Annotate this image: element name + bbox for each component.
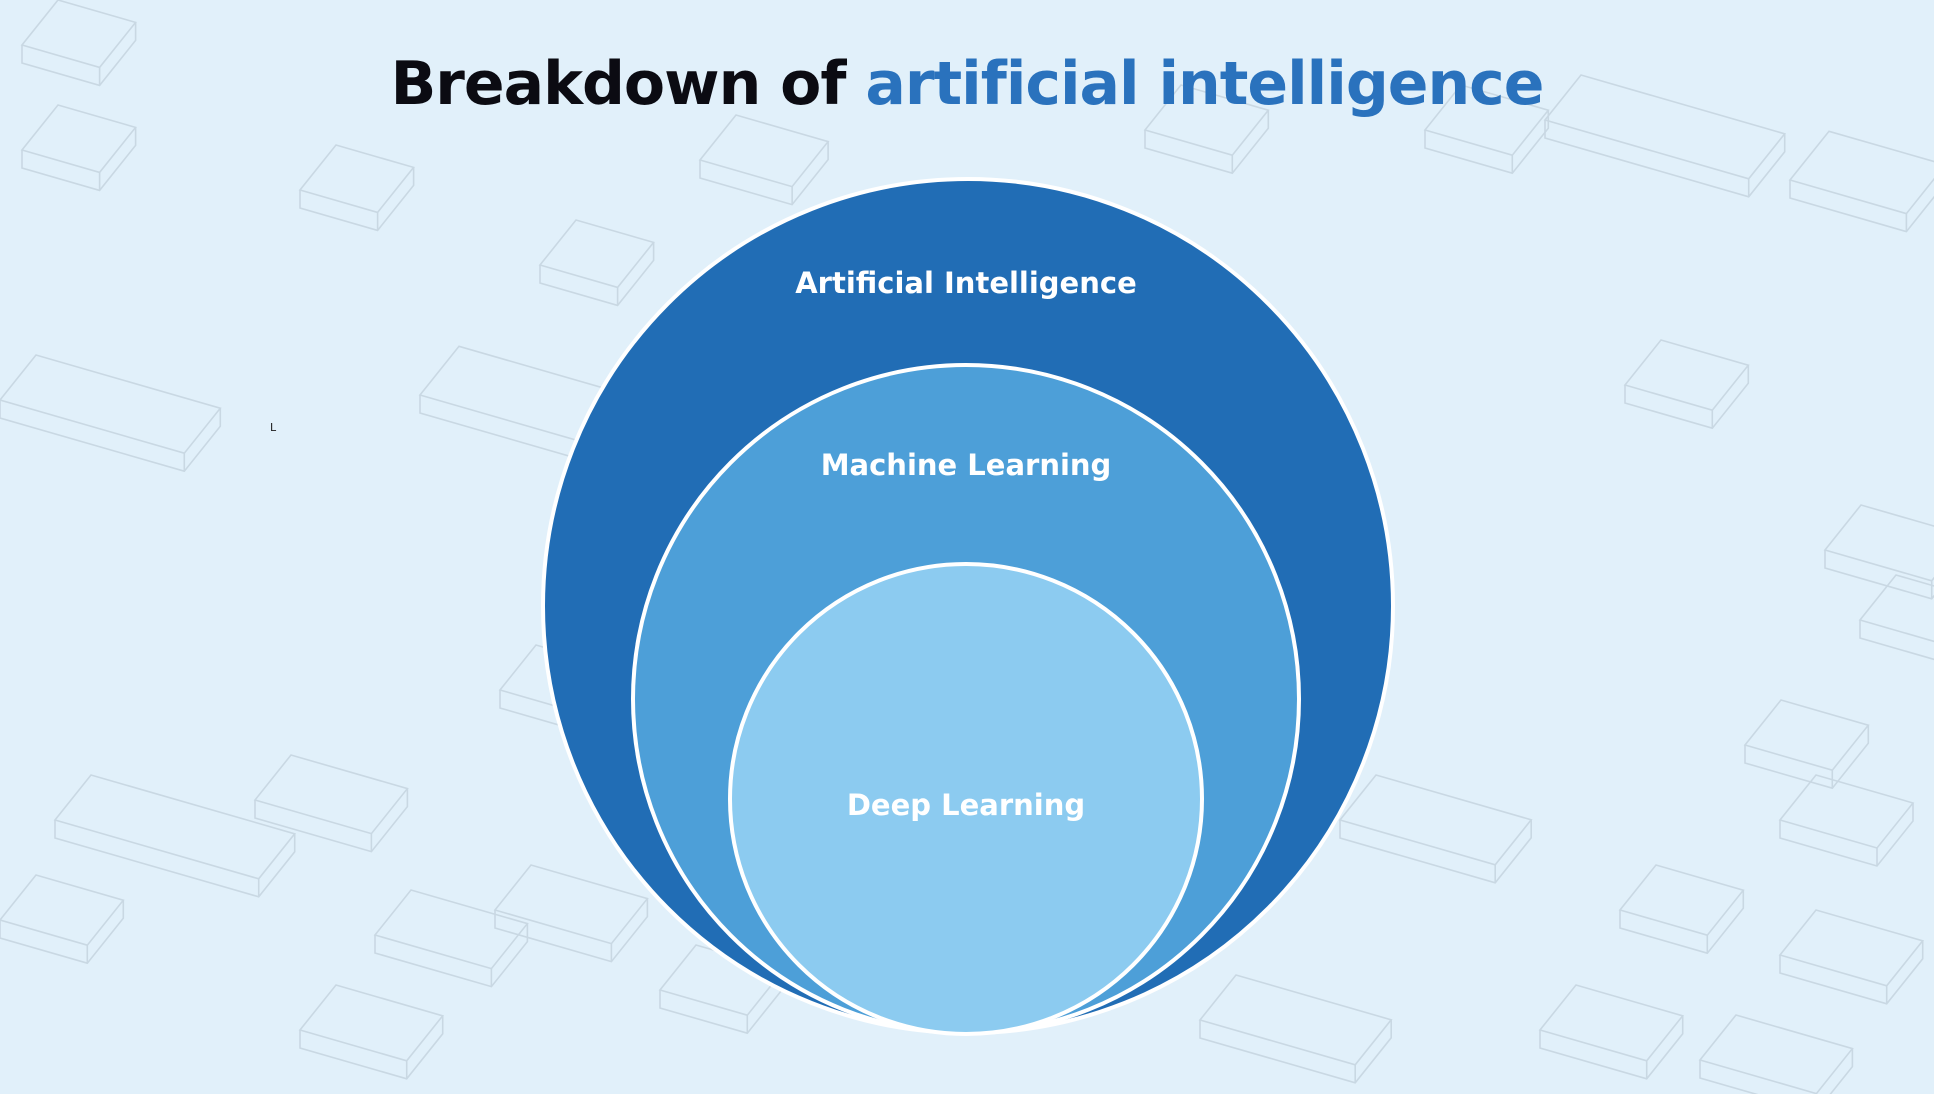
background-block (373, 889, 529, 988)
background-block (1543, 74, 1787, 198)
label-machine-learning: Machine Learning (821, 448, 1112, 482)
title-part-accent: artificial intelligence (865, 49, 1544, 119)
background-block (1338, 774, 1533, 884)
label-deep-learning: Deep Learning (847, 788, 1085, 822)
background-block (493, 864, 649, 963)
background-block (1778, 909, 1925, 1005)
background-block (1198, 974, 1393, 1084)
background-block (298, 984, 445, 1080)
background-block (1143, 84, 1270, 175)
background-block (1788, 130, 1934, 233)
background-block (298, 144, 415, 232)
background-block (1858, 574, 1934, 661)
background-block (253, 754, 409, 853)
circle-deep-learning (728, 562, 1204, 1036)
title-part-plain: Breakdown of (390, 49, 866, 119)
background-block (1538, 984, 1685, 1080)
background-block (1623, 339, 1750, 430)
background-block (20, 0, 137, 87)
background-block (53, 774, 297, 898)
background-block (0, 874, 125, 965)
label-artificial-intelligence: Artificial Intelligence (795, 266, 1137, 300)
background-block (20, 104, 137, 192)
background-block (1618, 864, 1745, 955)
background-block (1423, 84, 1550, 175)
background-block (1698, 1014, 1854, 1094)
background-block (698, 114, 830, 206)
background-block (538, 219, 655, 307)
background-block (1823, 504, 1934, 600)
background-block (0, 354, 222, 473)
page-title: Breakdown of artificial intelligence (0, 44, 1934, 124)
stray-text-mark: L (270, 421, 277, 434)
background-block (1778, 774, 1915, 867)
